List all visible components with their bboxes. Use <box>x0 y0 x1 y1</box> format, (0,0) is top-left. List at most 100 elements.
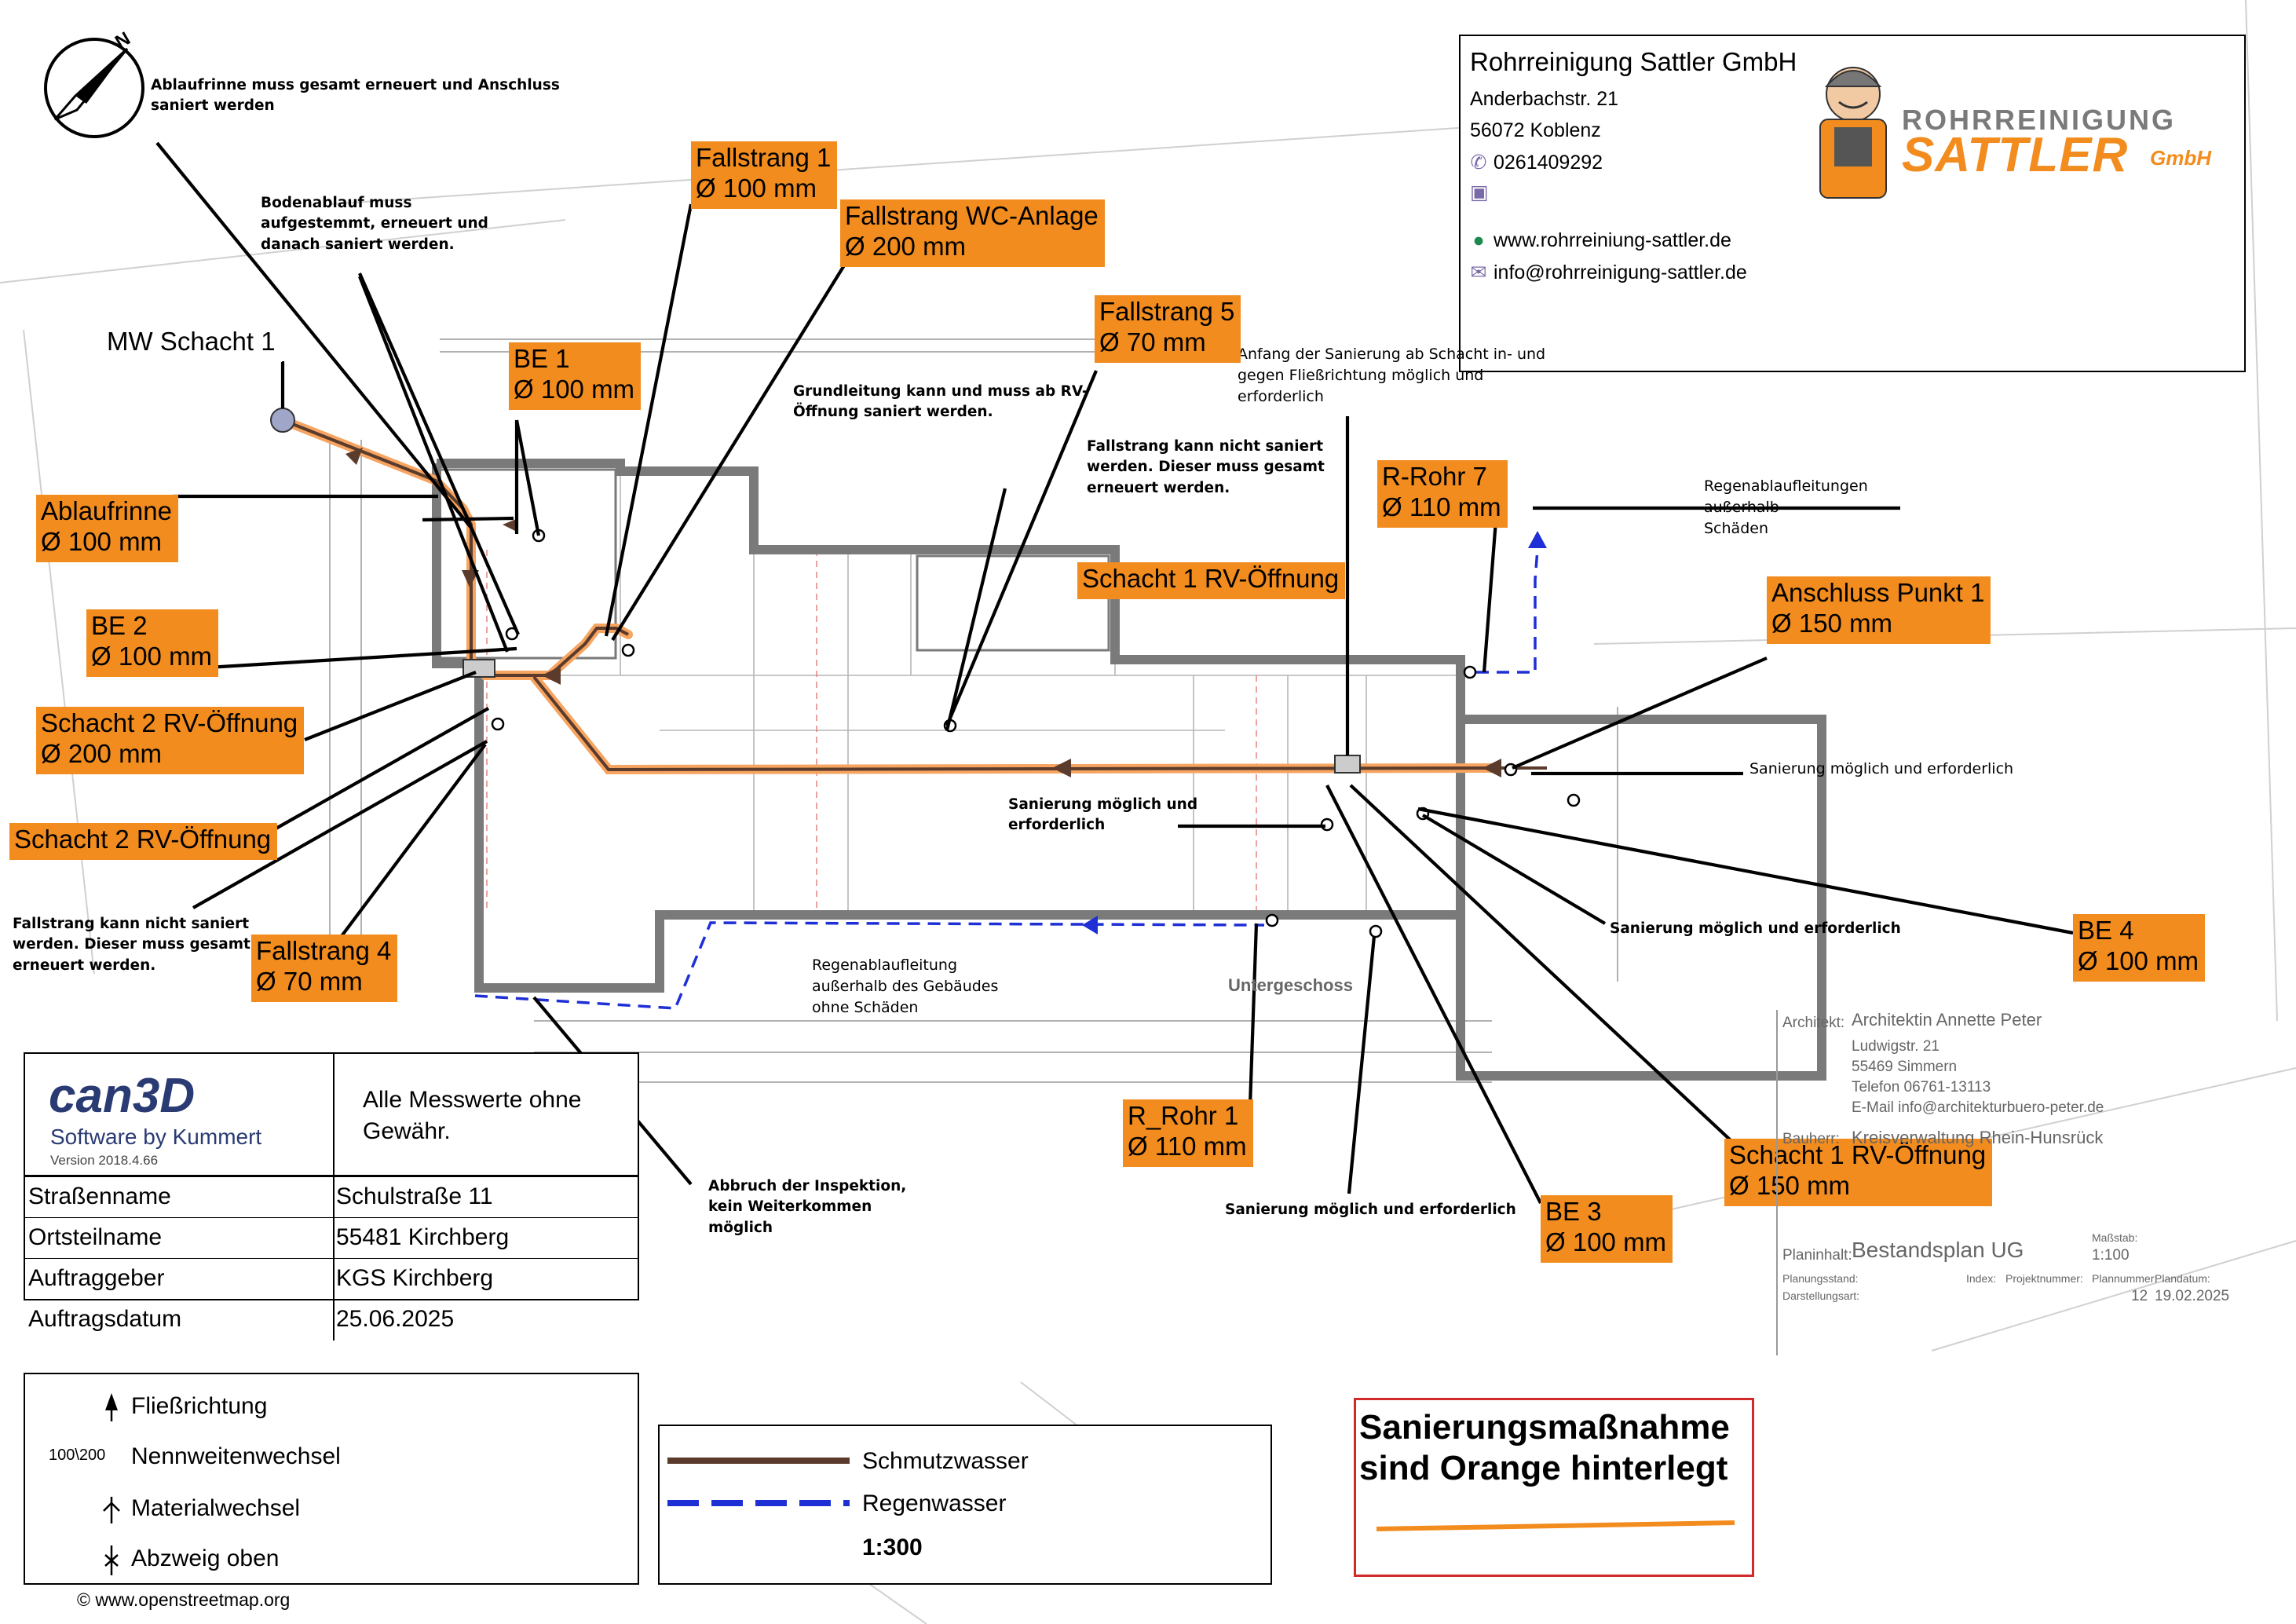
plumber-mascot-logo <box>1819 67 1887 199</box>
architect-name: Architektin Annette Peter <box>1852 1010 2042 1030</box>
remark-box: Sanierungsmaßnahme sind Orange hinterleg… <box>1354 1398 1754 1577</box>
architect-mail: E-Mail info@architekturbuero-peter.de <box>1852 1099 2104 1116</box>
plandatum-label: Plandatum: <box>2155 1272 2210 1285</box>
legend-waste-label: Schmutzwasser <box>862 1448 1029 1474</box>
plan-content-label: Planinhalt: <box>1782 1247 1852 1264</box>
tag-schacht-2-rv-b: Schacht 2 RV-Öffnung <box>9 823 278 860</box>
plan-number: 12 <box>2131 1288 2148 1304</box>
tag-schacht-1-rv: Schacht 1 RV-Öffnung <box>1077 562 1346 599</box>
rain-flow-arrow-right <box>1528 531 1547 548</box>
branch-up-icon <box>104 1545 119 1575</box>
arrow-up-icon <box>105 1393 118 1421</box>
legend-row-material: Materialwechsel <box>25 1487 638 1534</box>
envelope-icon: ✉ <box>1470 262 1487 283</box>
planstand-label: Planungsstand: <box>1782 1272 1859 1285</box>
company-box: Rohrreinigung Sattler GmbH Anderbachstr.… <box>1459 35 2246 372</box>
plannr-label: Plannummer: <box>2092 1272 2158 1285</box>
remark-orange-line <box>1377 1520 1735 1531</box>
symbol-legend: Fließrichtung 100\200 Nennweitenwechsel … <box>24 1373 639 1585</box>
note-sanierung-bottom: Sanierung möglich und erforderlich <box>1225 1202 1516 1218</box>
note-ablaufrinne: Ablaufrinne muss gesamt erneuert und Ans… <box>151 77 560 115</box>
legend-row-branch: Abzweig oben <box>25 1538 638 1585</box>
leader-lines <box>155 141 2074 1204</box>
building-inner-walls <box>438 468 1110 660</box>
company-phone: 0261409292 <box>1493 152 1603 174</box>
projektnr-label: Projektnummer: <box>2005 1272 2083 1285</box>
globe-icon: ● <box>1472 229 1485 251</box>
client-name: Kreisverwaltung Rhein-Hunsrück <box>1852 1128 2104 1147</box>
note-abbruch: Abbruch der Inspektion,kein Weiterkommen… <box>708 1178 907 1236</box>
north-arrow-icon <box>44 38 144 138</box>
building-walls <box>432 459 1826 1081</box>
remark-line-2: sind Orange hinterlegt <box>1359 1449 1728 1487</box>
drawing-scale: 1:300 <box>862 1534 923 1560</box>
company-web-line[interactable]: ● www.rohrreiniung-sattler.de <box>1470 229 1731 252</box>
company-phone-line: ✆ 0261409292 <box>1470 151 1603 174</box>
software-logo-cell: can3D Software by Kummert Version 2018.4… <box>25 1054 335 1176</box>
note-sanierung-right2: Sanierung möglich und erforderlich <box>1610 920 1901 937</box>
tag-mw-schacht-1: MW Schacht 1 <box>102 325 282 362</box>
plan-date: 19.02.2025 <box>2155 1288 2230 1304</box>
software-version: Version 2018.4.66 <box>50 1153 159 1168</box>
darstellung-label: Darstellungsart: <box>1782 1289 1860 1302</box>
legend-row-diameter: 100\200 Nennweitenwechsel <box>49 1443 341 1469</box>
architect-street: Ludwigstr. 21 <box>1852 1038 1940 1055</box>
mw-shaft-icon <box>270 408 295 433</box>
architect-phone: Telefon 06761-13113 <box>1852 1079 1991 1095</box>
openstreetmap-credit: © www.openstreetmap.org <box>77 1589 291 1610</box>
line-legend-samples <box>667 1458 850 1506</box>
company-fax-line: ▣ <box>1470 181 1493 204</box>
shaft-1-icon <box>1334 755 1361 774</box>
interior-walls <box>487 471 1461 911</box>
note-sanierung-right: Sanierung möglich und erforderlich <box>1749 760 2014 777</box>
sewer-flow-arrows <box>345 448 1501 777</box>
floor-label: Untergeschoss <box>1228 975 1353 995</box>
company-city: 56072 Koblenz <box>1470 119 1601 141</box>
rain-pipe <box>474 549 1539 1010</box>
client-label-key: Bauherr: <box>1782 1131 1840 1147</box>
plan-title: Bestandsplan UG <box>1852 1238 2024 1262</box>
fax-icon: ▣ <box>1470 181 1489 203</box>
software-subtitle: Software by Kummert <box>50 1125 262 1149</box>
software-logo: can3D <box>49 1069 196 1123</box>
company-website[interactable]: www.rohrreiniung-sattler.de <box>1493 229 1731 251</box>
line-type-legend: Schmutzwasser Regenwasser 1:300 <box>658 1425 1272 1585</box>
company-mail-line[interactable]: ✉ info@rohrreinigung-sattler.de <box>1470 261 1747 284</box>
order-info-box: can3D Software by Kummert Version 2018.4… <box>24 1052 639 1341</box>
red-dashed-room-lines <box>486 550 1257 911</box>
rain-flow-arrow-bottom <box>1082 916 1098 935</box>
phone-icon: ✆ <box>1470 152 1487 174</box>
logo-word-top: ROHRREINIGUNG <box>1902 104 2177 136</box>
company-email[interactable]: info@rohrreinigung-sattler.de <box>1493 262 1747 283</box>
scale-label: Maßstab: <box>2092 1231 2138 1244</box>
note-grundleitung: Grundleitung kann und muss ab RV-Öffnung… <box>793 383 1088 421</box>
disclaimer-line-1: Alle Messwerte ohne <box>363 1087 582 1113</box>
disclaimer-cell: Alle Messwerte ohne Gewähr. <box>335 1054 638 1176</box>
material-change-icon <box>103 1497 120 1523</box>
index-label: Index: <box>1966 1272 1997 1285</box>
legend-rain-label: Regenwasser <box>862 1490 1007 1516</box>
legend-row-flow: Fließrichtung <box>25 1385 638 1432</box>
